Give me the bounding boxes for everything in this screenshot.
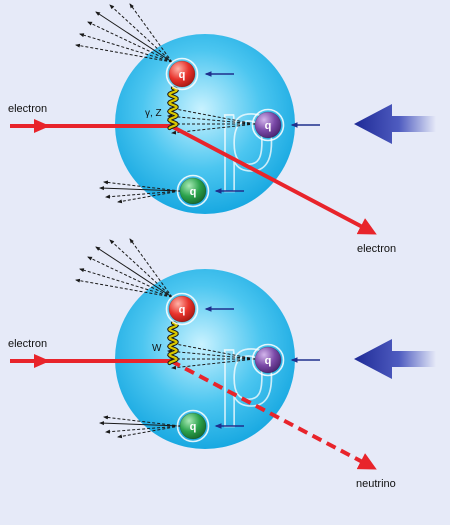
quark-red-halo — [165, 292, 199, 326]
quark-red-label: q — [179, 304, 186, 316]
quark-purple-label: q — [265, 120, 272, 132]
boson-label: γ, Z — [145, 108, 162, 119]
outgoing-neutrino-line — [170, 359, 377, 470]
quark-green — [179, 412, 207, 440]
quark-red — [168, 60, 196, 88]
jet-top-5 — [109, 239, 173, 298]
incoming-electron-label: electron — [8, 338, 47, 350]
jet-top-5 — [109, 4, 173, 63]
quark-green-label: q — [190, 421, 197, 433]
jet-bottom-1 — [99, 421, 181, 427]
quark-green-halo — [176, 409, 210, 443]
boson-label: W — [152, 343, 162, 354]
jet-top-6 — [129, 238, 173, 298]
jet-top-6 — [129, 3, 173, 63]
jet-top-1 — [95, 11, 173, 63]
outgoing-electron-line — [170, 124, 377, 235]
quark-red-label: q — [179, 69, 186, 81]
quark-green — [179, 177, 207, 205]
jet-middle-4 — [171, 358, 256, 370]
jet-middle-2 — [167, 114, 256, 125]
jet-top-4 — [75, 278, 173, 298]
jet-bottom-3 — [105, 190, 181, 199]
proton-direction-arrow — [354, 104, 436, 144]
quark-green-label: q — [190, 186, 197, 198]
quark-purple-halo — [251, 343, 285, 377]
boson-wave — [168, 321, 178, 365]
quark-red-halo — [165, 57, 199, 91]
jet-middle-2 — [167, 349, 256, 360]
incoming-electron-arrowhead — [34, 354, 50, 368]
jet-top-3 — [79, 268, 173, 298]
jet-top-3 — [79, 33, 173, 63]
jet-bottom-2 — [103, 180, 181, 192]
jet-top-2 — [87, 256, 173, 298]
incoming-electron-arrowhead — [34, 119, 50, 133]
quark-purple-halo — [251, 108, 285, 142]
quark-red — [168, 295, 196, 323]
incoming-electron-label: electron — [8, 103, 47, 115]
jet-bottom-2 — [103, 415, 181, 427]
jet-bottom-1 — [99, 186, 181, 192]
outgoing-electron-label: electron — [357, 243, 396, 255]
jet-top-1 — [95, 246, 173, 298]
jet-bottom-3 — [105, 425, 181, 434]
jet-bottom-4 — [117, 425, 181, 439]
boson-wave — [168, 86, 178, 130]
outgoing-neutrino-label: neutrino — [356, 478, 396, 490]
jet-middle-1 — [169, 341, 256, 360]
quark-purple — [254, 111, 282, 139]
jet-bottom-4 — [117, 190, 181, 204]
quark-purple — [254, 346, 282, 374]
jet-middle-1 — [169, 106, 256, 125]
proton-direction-arrow — [354, 339, 436, 379]
quark-purple-label: q — [265, 355, 272, 367]
jet-top-2 — [87, 21, 173, 63]
quark-green-halo — [176, 174, 210, 208]
jet-middle-4 — [171, 123, 256, 135]
jet-top-4 — [75, 43, 173, 63]
